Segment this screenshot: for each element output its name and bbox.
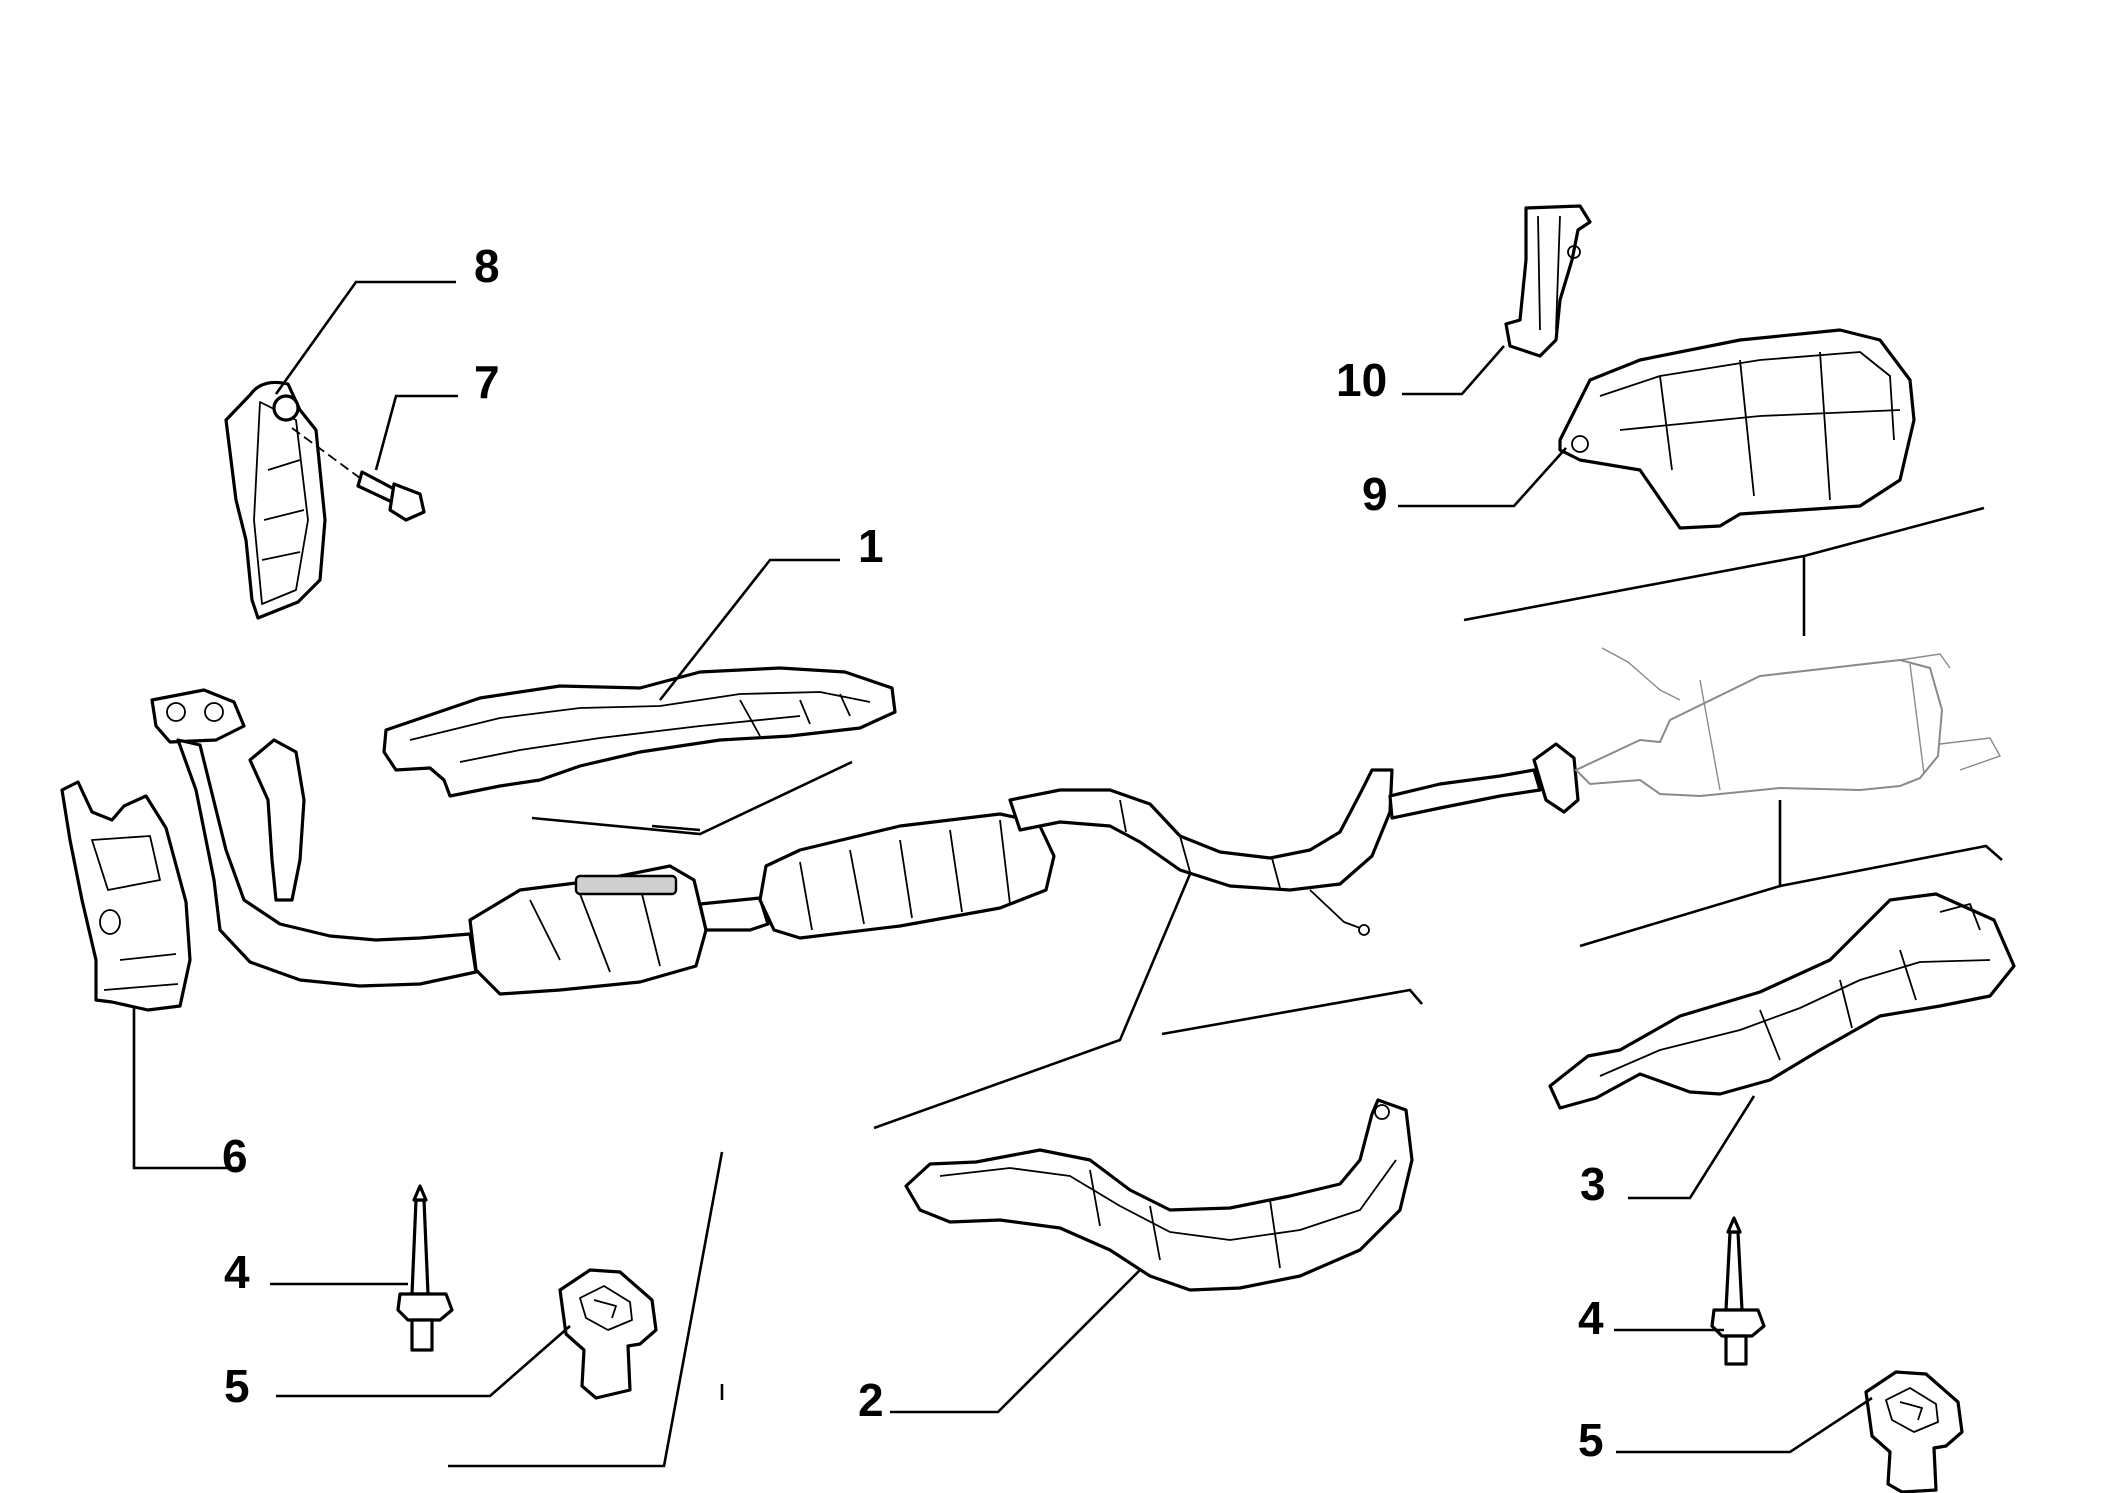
- leader-lines: [132, 280, 1873, 1454]
- part-8-bracket: [224, 380, 327, 620]
- part-9-heat-shield: [1558, 328, 1916, 530]
- callout-4-left: 4: [224, 1246, 250, 1298]
- part-1-heat-shield: [382, 666, 897, 798]
- part-5-grommet-left: [558, 1268, 658, 1400]
- callout-6: 6: [222, 1130, 248, 1182]
- grouping-lines: [448, 506, 2003, 1468]
- part-2-heat-shield: [904, 1098, 1414, 1292]
- callout-5-left: 5: [224, 1360, 250, 1412]
- part-7-bolt: [291, 427, 426, 522]
- rear-silencer-ghost: [1574, 647, 2002, 798]
- callout-8: 8: [474, 240, 500, 292]
- part-10-bracket: [1504, 204, 1592, 358]
- callout-10: 10: [1336, 354, 1387, 406]
- callout-3: 3: [1580, 1158, 1606, 1210]
- callout-1: 1: [858, 520, 884, 572]
- part-4-rivet-left: [396, 1184, 454, 1352]
- exhaust-pipe-assembly: [150, 688, 1580, 996]
- part-3-heat-shield: [1548, 892, 2016, 1110]
- callout-2: 2: [858, 1374, 884, 1426]
- callout-numbers: 1 2 3 4 4 5 5 6 7 8 9 10: [222, 240, 1606, 1466]
- callout-9: 9: [1362, 468, 1388, 520]
- callout-7: 7: [474, 356, 500, 408]
- callout-5-right: 5: [1578, 1414, 1604, 1466]
- part-6-heat-shield: [60, 780, 192, 1012]
- part-5-grommet-right: [1864, 1370, 1964, 1493]
- part-4-rivet-right: [1710, 1216, 1766, 1366]
- callout-4-right: 4: [1578, 1292, 1604, 1344]
